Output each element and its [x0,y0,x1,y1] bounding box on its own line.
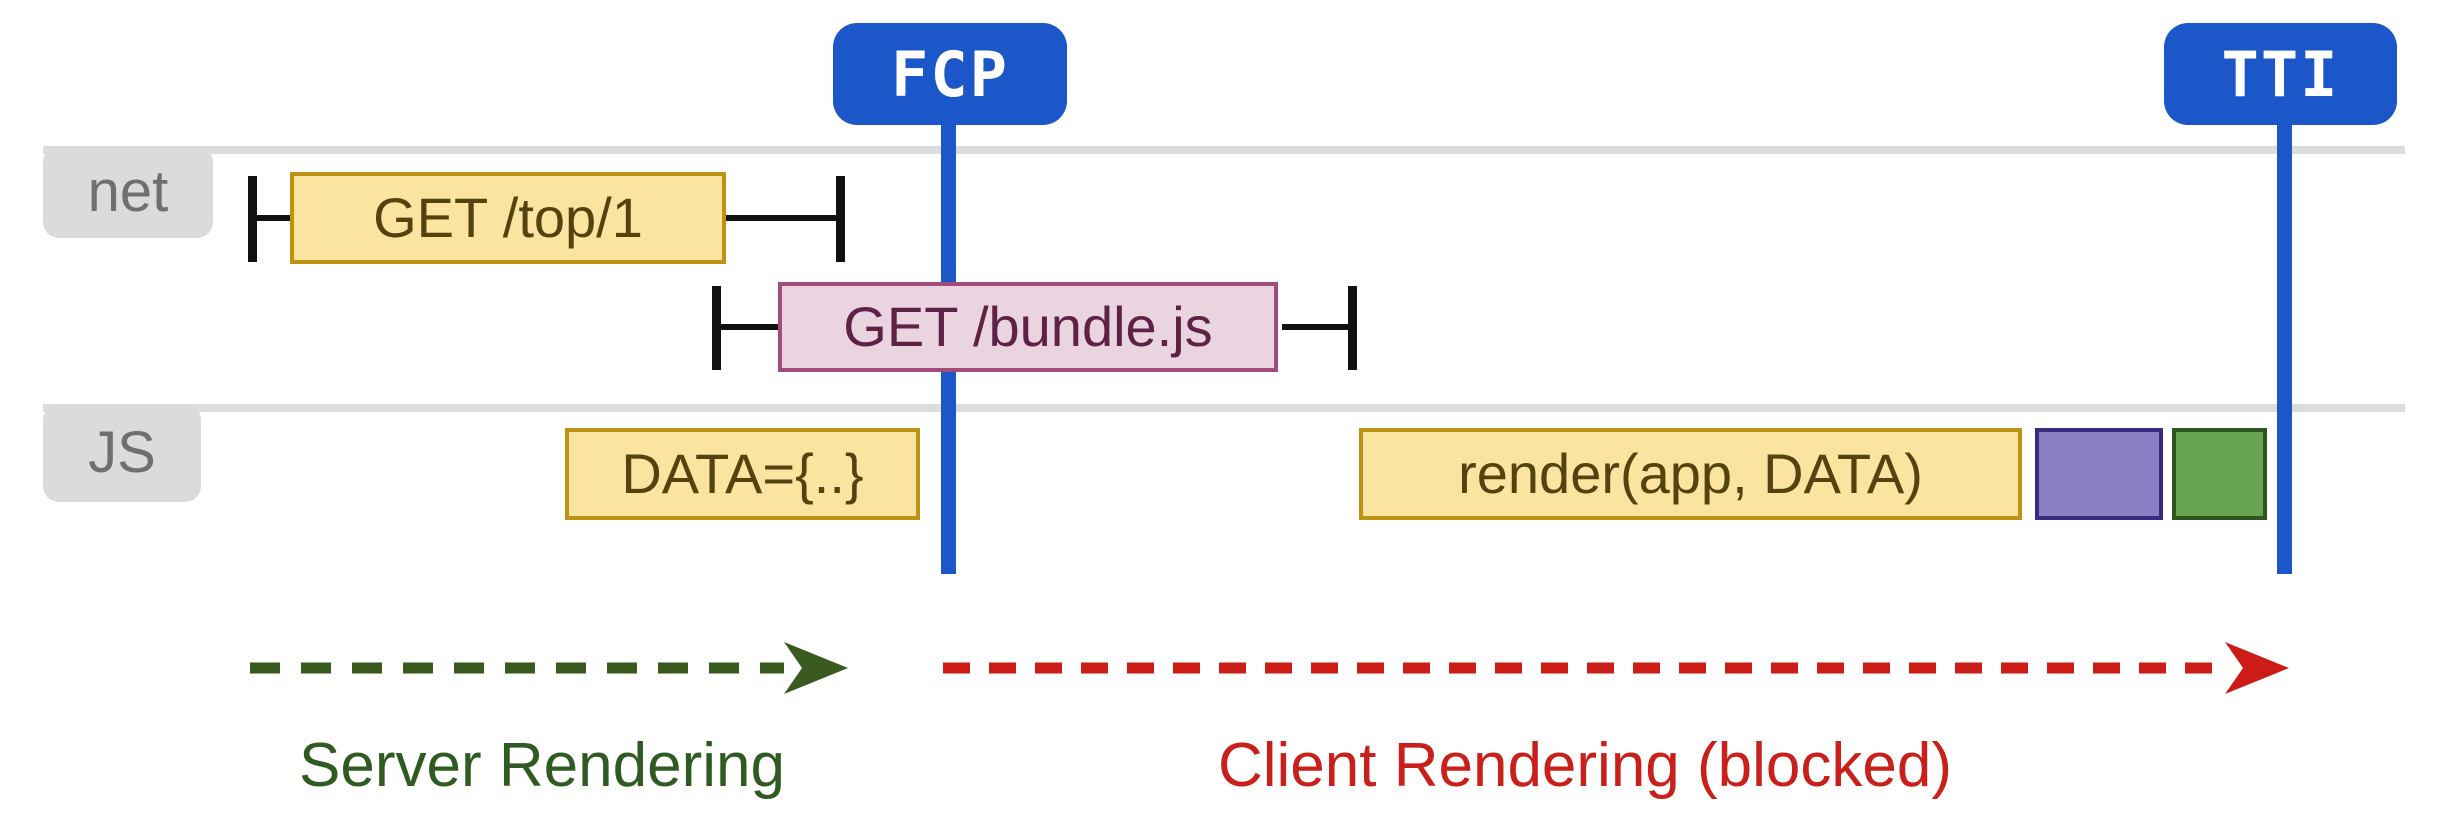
get-bundle-start-connector [721,324,778,330]
get-top-request-box: GET /top/1 [290,172,726,264]
get-bundle-end-connector [1282,324,1348,330]
server-rendering-arrow [250,642,848,694]
render-call-task-box: render(app, DATA) [1359,428,2022,520]
green-task-box [2172,428,2267,520]
get-top-start-tick [248,176,257,262]
net-lane-label: net [43,146,213,238]
tti-badge: TTI [2164,23,2397,125]
server-rendering-label: Server Rendering [299,731,785,800]
tti-milestone-line [2277,125,2292,574]
js-lane-label: JS [43,404,201,502]
fcp-badge: FCP [833,23,1067,125]
get-top-start-connector [257,215,290,221]
get-bundle-start-tick [712,286,721,370]
purple-task-box [2035,428,2163,520]
js-lane-rail [43,404,2405,412]
client-rendering-arrow [943,642,2289,694]
get-top-end-tick [836,176,845,262]
get-top-end-connector [726,215,836,221]
get-bundle-request-box: GET /bundle.js [778,282,1278,372]
net-lane-rail [43,146,2405,154]
get-bundle-end-tick [1348,286,1357,370]
client-rendering-label: Client Rendering (blocked) [1217,731,1953,800]
data-assign-task-box: DATA={..} [565,428,920,520]
